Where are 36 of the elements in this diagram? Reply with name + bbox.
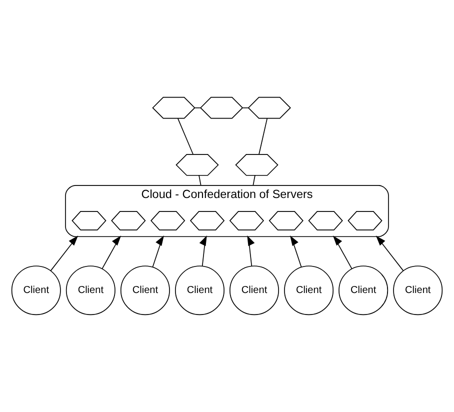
node-hexagon [176,154,219,176]
node-hexagon [348,211,382,230]
node-circle: Client [66,266,116,316]
node-hexagon [248,96,291,119]
node-hexagon [72,211,106,230]
node-circle: Client [338,266,388,316]
arrow [199,235,207,266]
node-hexagon [111,211,146,230]
node-circle: Client [11,266,61,316]
connector [258,118,268,155]
node-hexagon [150,211,186,230]
node-circle: Client [284,266,334,316]
node-hexagon [308,211,343,230]
arrow [247,235,255,266]
node-circle: Client [230,266,280,316]
cluster: Cloud - Confederation of Servers [65,185,389,238]
connector [242,107,249,108]
arrow [50,236,78,272]
arrow [102,236,122,270]
node-hexagon [229,211,264,230]
node-hexagon [268,211,304,230]
arrow [376,236,404,272]
arrow [332,236,352,270]
arrow [152,236,164,268]
node-circle: Client [174,266,224,316]
node-hexagon [190,211,225,230]
connector [178,118,194,155]
node-circle: Client [120,266,170,316]
connector [198,174,202,186]
node-hexagon [152,96,196,119]
connector [194,107,201,108]
node-hexagon [235,154,278,176]
node-circle: Client [393,266,443,316]
node-hexagon [200,96,244,119]
arrow [290,236,302,268]
connector [252,174,256,186]
